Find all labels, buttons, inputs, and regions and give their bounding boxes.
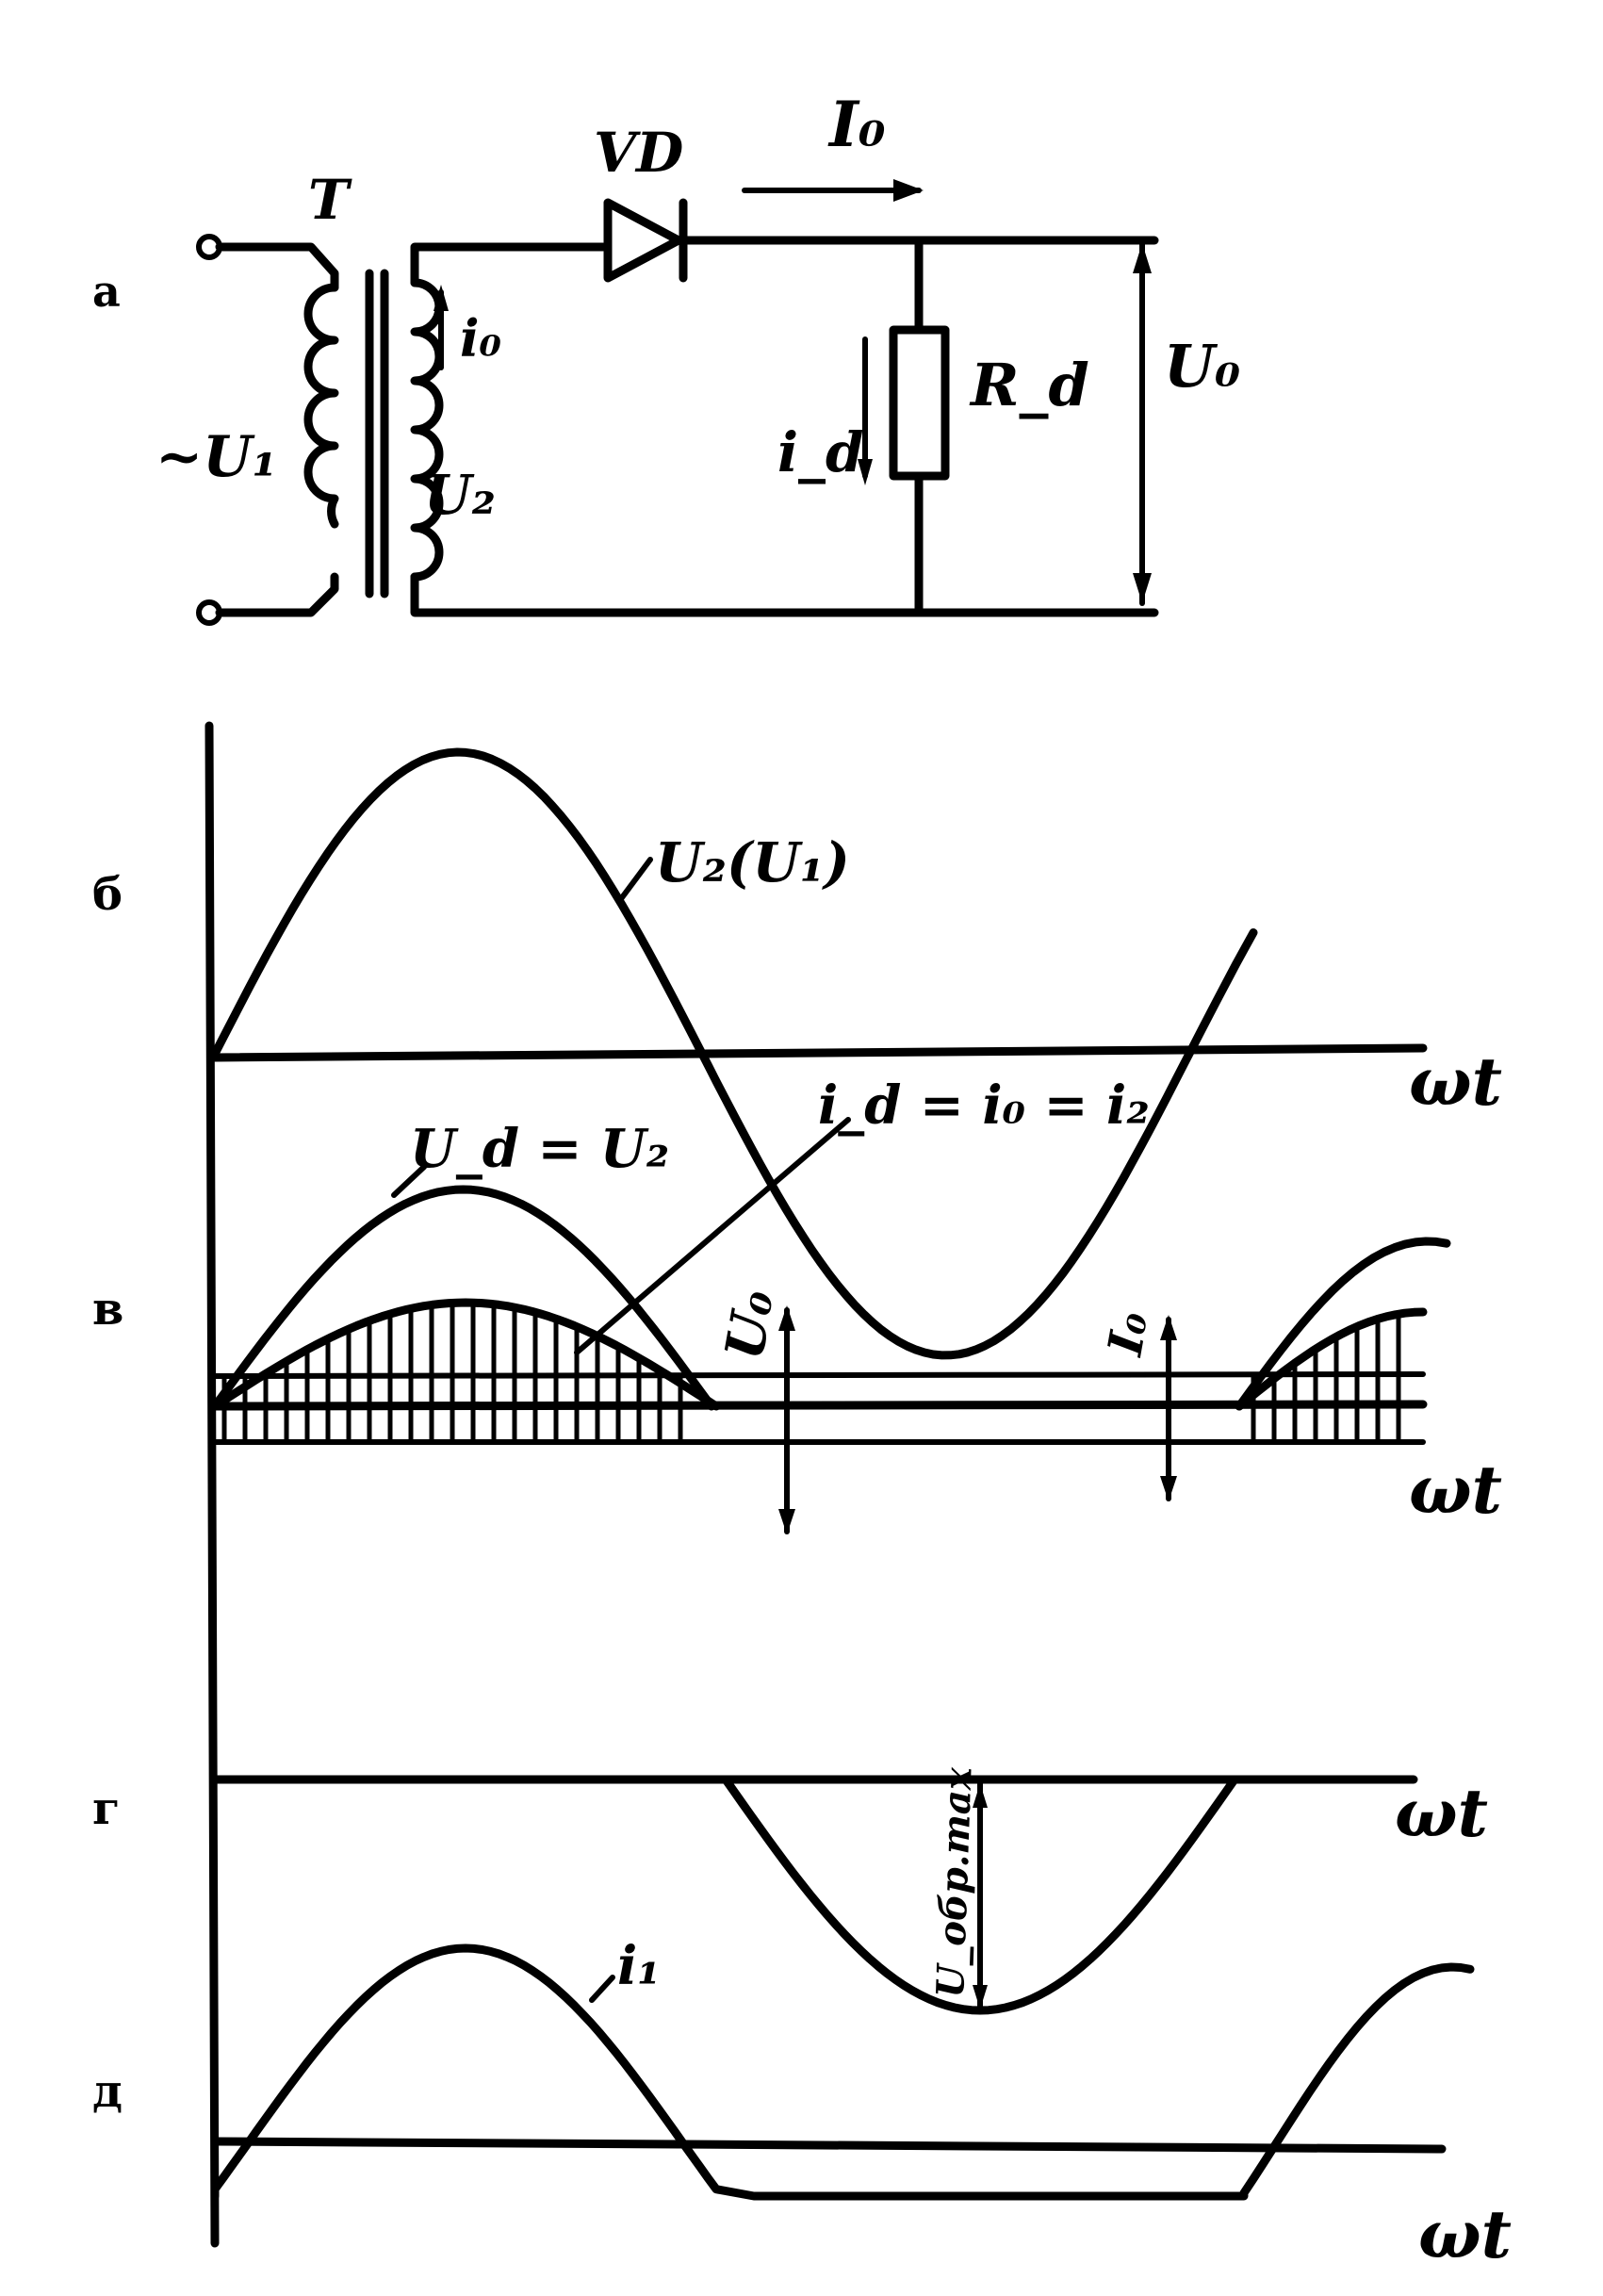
rectified-voltage-curve (210, 1185, 1451, 1411)
label-reverse-max: U_обр.max (928, 1765, 981, 1998)
load-resistor (889, 325, 950, 481)
vertical-axis (204, 721, 220, 2248)
label-c-voltage: U_d = U₂ (410, 1118, 669, 1180)
reverse-max-arrow-bottom (973, 1985, 988, 2009)
avg-current-line (212, 1371, 1426, 1379)
load-current-arrow-head (858, 459, 873, 485)
section-label-b: б (92, 868, 123, 921)
avg-voltage-arrow-top (778, 1305, 795, 1331)
leader-c-voltage (391, 1164, 427, 1198)
output-arrow-head-bottom (1133, 573, 1152, 603)
axis-c (210, 1400, 1428, 1411)
transformer-label: T (308, 168, 352, 232)
secondary-wire-top (410, 242, 608, 287)
label-avg-current: I₀ (1096, 1307, 1158, 1361)
axis-label-d: ωt (1395, 1774, 1488, 1852)
load-resistor-label: R_d (969, 351, 1089, 419)
load-current-label: i_d (777, 420, 864, 484)
timing-graphs: б в г д U₂(U₁) ωt U_d = U₂ i_d = i₀ = i₂… (92, 721, 1512, 2273)
bottom-rail (410, 572, 1159, 617)
leader-b (617, 857, 653, 903)
axis-label-b: ωt (1409, 1042, 1502, 1121)
secondary-current-label: i₀ (460, 308, 502, 369)
avg-current-arrow-bottom (1160, 1476, 1177, 1501)
diode-symbol (603, 198, 683, 283)
secondary-voltage-curve (210, 747, 1258, 1360)
secondary-current-arrow-head (433, 285, 449, 311)
label-avg-voltage: U₀ (713, 1286, 787, 1365)
input-voltage-label: ~U₁ (155, 424, 277, 490)
output-arrow-head-top (1133, 243, 1152, 273)
section-label-a: а (92, 266, 121, 317)
section-label-e: д (92, 2065, 123, 2118)
primary-winding (303, 283, 339, 529)
avg-current-arrow-top (1160, 1315, 1177, 1340)
reverse-max-arrow-top (973, 1783, 988, 1808)
leader-c-current (574, 1117, 851, 1355)
section-label-d: г (92, 1782, 120, 1835)
axis-e (210, 2137, 1447, 2154)
section-label-c: в (92, 1283, 123, 1336)
secondary-winding (410, 278, 444, 582)
label-c-current: i_d = i₀ = i₂ (818, 1074, 1150, 1137)
axis-b (210, 1043, 1428, 1062)
avg-voltage-arrow-bottom (778, 1509, 795, 1534)
dc-current-label: I₀ (827, 88, 886, 161)
axis-label-c: ωt (1409, 1451, 1502, 1529)
label-primary-current: i₁ (617, 1935, 661, 1997)
secondary-voltage-label: U₂ (424, 463, 496, 527)
primary-current-curve (210, 1943, 1475, 2201)
diode-label: VD (594, 121, 683, 185)
label-b-curve: U₂(U₁) (655, 830, 850, 894)
rectified-current-curve (210, 1298, 1428, 1411)
output-voltage-label: U₀ (1164, 332, 1240, 401)
primary-wire-bottom (215, 572, 339, 617)
primary-wire-top (215, 242, 339, 292)
dc-current-arrow-head (893, 179, 924, 202)
axis-label-e: ωt (1418, 2195, 1512, 2273)
circuit-schematic: а T (92, 88, 1240, 626)
leader-e (589, 1975, 615, 2003)
